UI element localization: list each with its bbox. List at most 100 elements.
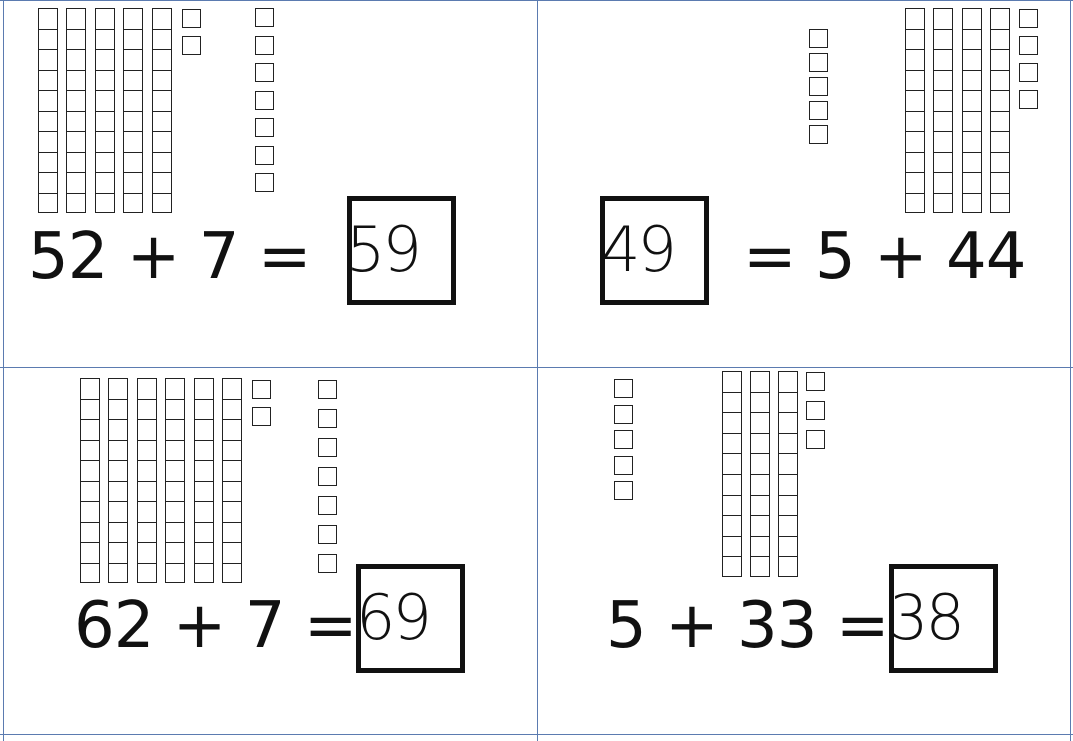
rod-segment <box>223 522 241 523</box>
ten-rod <box>990 8 1010 213</box>
rod-segment <box>124 152 142 153</box>
rod-segment <box>67 111 85 112</box>
rod-segment <box>906 193 924 194</box>
rod-segment <box>934 152 952 153</box>
ten-rod <box>80 378 100 583</box>
rod-segment <box>223 419 241 420</box>
rod-segment <box>166 460 184 461</box>
one-unit <box>809 77 828 96</box>
rod-segment <box>138 542 156 543</box>
grid-line-right <box>1070 0 1071 741</box>
rod-segment <box>934 193 952 194</box>
rod-segment <box>96 90 114 91</box>
rod-segment <box>39 152 57 153</box>
one-unit <box>182 9 201 28</box>
one-unit <box>614 456 633 475</box>
rod-segment <box>751 474 769 475</box>
rod-segment <box>991 111 1009 112</box>
rod-segment <box>934 29 952 30</box>
one-unit <box>255 91 274 110</box>
rod-segment <box>223 481 241 482</box>
one-unit <box>809 125 828 144</box>
rod-segment <box>751 433 769 434</box>
rod-segment <box>109 440 127 441</box>
rod-segment <box>991 152 1009 153</box>
rod-segment <box>67 193 85 194</box>
rod-segment <box>166 501 184 502</box>
rod-segment <box>109 542 127 543</box>
rod-segment <box>67 131 85 132</box>
rod-segment <box>723 536 741 537</box>
rod-segment <box>109 563 127 564</box>
answer-text: 38 <box>889 581 962 654</box>
rod-segment <box>723 453 741 454</box>
rod-segment <box>779 495 797 496</box>
one-unit <box>1019 36 1038 55</box>
rod-segment <box>153 111 171 112</box>
rod-segment <box>934 49 952 50</box>
rod-segment <box>67 172 85 173</box>
one-unit <box>255 36 274 55</box>
rod-segment <box>779 536 797 537</box>
ten-rod <box>165 378 185 583</box>
rod-segment <box>153 90 171 91</box>
rod-segment <box>124 29 142 30</box>
ten-rod <box>962 8 982 213</box>
rod-segment <box>906 131 924 132</box>
rod-segment <box>906 49 924 50</box>
one-unit <box>614 379 633 398</box>
grid-line-left <box>3 0 4 741</box>
rod-segment <box>67 152 85 153</box>
rod-segment <box>779 412 797 413</box>
rod-segment <box>751 412 769 413</box>
one-unit <box>318 554 337 573</box>
rod-segment <box>153 152 171 153</box>
rod-segment <box>96 172 114 173</box>
rod-segment <box>963 172 981 173</box>
rod-segment <box>81 542 99 543</box>
rod-segment <box>109 481 127 482</box>
one-unit <box>614 481 633 500</box>
rod-segment <box>96 131 114 132</box>
ten-rod <box>905 8 925 213</box>
rod-segment <box>96 29 114 30</box>
rod-segment <box>934 172 952 173</box>
rod-segment <box>166 542 184 543</box>
rod-segment <box>153 131 171 132</box>
rod-segment <box>153 70 171 71</box>
rod-segment <box>751 515 769 516</box>
rod-segment <box>779 556 797 557</box>
rod-segment <box>39 172 57 173</box>
rod-segment <box>96 193 114 194</box>
rod-segment <box>991 70 1009 71</box>
rod-segment <box>195 460 213 461</box>
rod-segment <box>109 522 127 523</box>
one-unit <box>255 173 274 192</box>
rod-segment <box>153 193 171 194</box>
rod-segment <box>963 111 981 112</box>
grid-line-vertical <box>537 0 538 741</box>
rod-segment <box>67 49 85 50</box>
rod-segment <box>963 70 981 71</box>
one-unit <box>318 467 337 486</box>
rod-segment <box>96 152 114 153</box>
equation-text: 52 + 7 = <box>28 220 310 294</box>
rod-segment <box>166 481 184 482</box>
rod-segment <box>138 501 156 502</box>
rod-segment <box>124 193 142 194</box>
answer-text: 49 <box>601 213 674 286</box>
one-unit <box>806 430 825 449</box>
rod-segment <box>963 152 981 153</box>
rod-segment <box>138 522 156 523</box>
ten-rod <box>123 8 143 213</box>
rod-segment <box>223 460 241 461</box>
rod-segment <box>195 419 213 420</box>
one-unit <box>252 380 271 399</box>
rod-segment <box>81 563 99 564</box>
rod-segment <box>779 515 797 516</box>
rod-segment <box>223 563 241 564</box>
rod-segment <box>81 399 99 400</box>
ten-rod <box>933 8 953 213</box>
rod-segment <box>723 556 741 557</box>
rod-segment <box>906 90 924 91</box>
